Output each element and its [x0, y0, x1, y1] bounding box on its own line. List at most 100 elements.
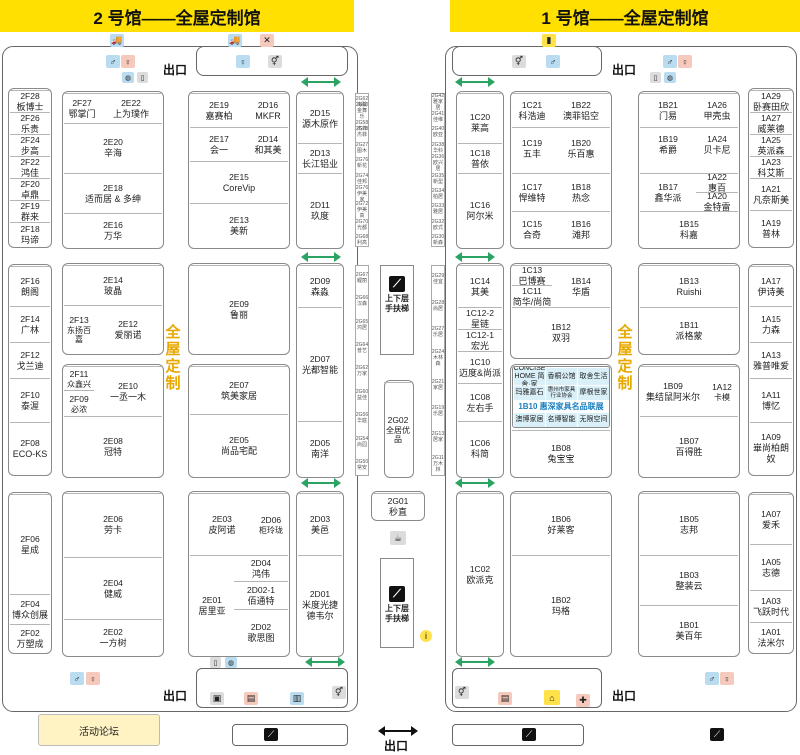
- small-booth[interactable]: 2G72 伊美高: [355, 200, 369, 219]
- briefcase-icon[interactable]: ▤: [498, 692, 512, 705]
- small-booth[interactable]: 2G76 伊美家: [355, 185, 369, 204]
- small-booth[interactable]: 2G68 利高: [355, 234, 369, 247]
- restroom-icon[interactable]: ♂: [546, 55, 560, 68]
- restroom-female-icon[interactable]: ♀: [720, 672, 734, 685]
- service-counter-icon[interactable]: ⌂: [544, 690, 560, 705]
- restroom-pair-icon[interactable]: ⚥: [512, 55, 526, 68]
- small-booth[interactable]: 2G60 金舞乐 2G58 杰菲: [355, 102, 369, 133]
- small-booth[interactable]: 2G27 乐居: [431, 325, 445, 338]
- small-booth[interactable]: 2G74 佳邦: [355, 172, 369, 185]
- baby-care-icon[interactable]: ◍: [122, 72, 134, 83]
- small-booth[interactable]: 2G76 新花: [355, 157, 369, 170]
- small-booth[interactable]: 2G32 欧式: [431, 218, 445, 231]
- small-booth[interactable]: 2G70 光都: [355, 218, 369, 231]
- small-booth[interactable]: 2G24 木林森: [431, 349, 445, 368]
- small-booth[interactable]: 2G30 新森: [431, 234, 445, 247]
- exit-label-bottom-center[interactable]: 出口: [384, 739, 409, 753]
- exit-label-bottom-right[interactable]: 出口: [612, 689, 637, 703]
- activity-forum[interactable]: 活动论坛: [38, 714, 160, 746]
- small-booth[interactable]: 2G36 欧兴居: [431, 154, 445, 173]
- restroom-pair-icon[interactable]: ⚥: [455, 686, 469, 699]
- small-booth[interactable]: 2G62 海骏: [355, 95, 369, 108]
- service-desk-icon[interactable]: ▤: [244, 692, 258, 705]
- small-booth[interactable]: 2G11 万木林: [432, 454, 444, 473]
- restroom-pair-icon[interactable]: ⚥: [268, 55, 282, 68]
- escalator-upper[interactable]: ⟋ 上下层手扶梯: [380, 270, 414, 320]
- restroom-female-icon[interactable]: ♀: [86, 672, 100, 685]
- info-icon[interactable]: i: [420, 630, 432, 642]
- restroom-male-icon[interactable]: ♂: [663, 55, 677, 68]
- first-aid-icon[interactable]: ✚: [576, 694, 590, 707]
- restroom-pair-icon[interactable]: ⚥: [332, 686, 346, 699]
- small-booth[interactable]: 2G19 乐居: [431, 405, 445, 418]
- small-booth[interactable]: 2G67 鲤丽: [355, 271, 369, 284]
- small-booth[interactable]: 2G60 益佳: [355, 388, 369, 401]
- small-booth[interactable]: 2G42 雅家居: [431, 92, 445, 111]
- coffee-icon[interactable]: ☕: [390, 531, 406, 545]
- escalator-small-icon[interactable]: ⟋: [264, 728, 278, 741]
- luggage-icon[interactable]: ▥: [290, 692, 304, 705]
